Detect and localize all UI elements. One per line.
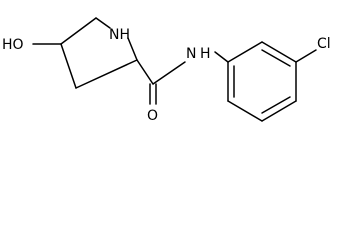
bond-c4-c3	[60, 17, 97, 45]
amide-n-label: N	[186, 46, 196, 62]
bond-c2-carbonyl	[136, 59, 154, 85]
bond-ar4-ar5	[261, 100, 297, 122]
structure-svg: HO NH O N H Cl	[2, 17, 331, 124]
chlorine-label: Cl	[317, 36, 331, 52]
carbonyl-oxygen-label: O	[147, 108, 158, 124]
bond-n-aryl	[214, 51, 229, 63]
bond-ar-cl	[295, 49, 317, 63]
molecule-diagram: HO NH O N H Cl	[2, 17, 331, 124]
bond-c4-c5	[60, 43, 77, 89]
amide-h-label: H	[200, 46, 211, 62]
bond-ar-inner-3	[261, 96, 291, 114]
bond-c2-c5	[75, 59, 138, 89]
bond-c3-n1	[95, 17, 111, 29]
bond-ar5-ar6	[227, 100, 263, 122]
ring-nh-label: NH	[109, 27, 130, 43]
bond-ar2-ar3	[261, 41, 297, 63]
bond-carbonyl-n	[152, 61, 186, 85]
bond-ar1-ar2	[227, 41, 263, 63]
hydroxyl-label: HO	[2, 37, 24, 53]
bond-n1-c2	[127, 37, 138, 61]
bond-ar-inner-2	[261, 49, 291, 67]
